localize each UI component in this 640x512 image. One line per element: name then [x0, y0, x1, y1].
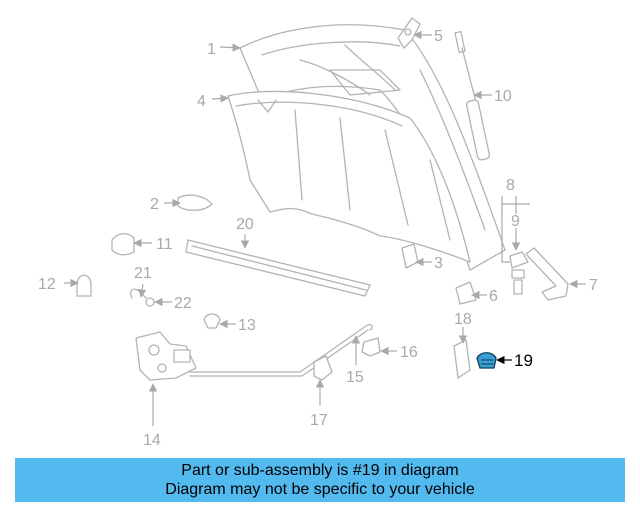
callout-labels: 1 4 5 10 2 20 11 12 21 22 13 3 6 7 8 9 1… — [38, 28, 598, 449]
info-banner: Part or sub-assembly is #19 in diagram D… — [15, 458, 625, 502]
callout-19: 19 — [514, 351, 533, 370]
callout-11: 11 — [156, 236, 173, 253]
cushion — [76, 274, 92, 297]
banner-line-2: Diagram may not be specific to your vehi… — [165, 481, 475, 498]
callout-13: 13 — [238, 317, 256, 334]
hood-inner-panel — [239, 24, 506, 271]
callout-3: 3 — [434, 255, 443, 272]
release-handle — [361, 337, 381, 357]
callout-18: 18 — [454, 311, 472, 328]
callout-16: 16 — [400, 344, 418, 361]
leader-lines — [64, 30, 586, 426]
callout-15: 15 — [346, 369, 364, 386]
grommet — [203, 313, 221, 329]
emblem — [177, 194, 213, 211]
highlighted-part-19 — [476, 352, 497, 369]
cable-clip — [313, 355, 333, 381]
callout-4: 4 — [197, 93, 206, 110]
callout-2: 2 — [150, 196, 159, 213]
callout-1: 1 — [207, 41, 216, 58]
callout-5: 5 — [434, 28, 443, 45]
callout-10: 10 — [494, 88, 512, 105]
weatherstrip — [185, 239, 371, 297]
banner-line-1: Part or sub-assembly is #19 in diagram — [181, 462, 459, 479]
hood-outer-panel — [227, 90, 471, 263]
adjuster-bolt — [509, 251, 529, 295]
callout-21: 21 — [134, 265, 152, 282]
latch-assembly — [135, 331, 197, 381]
callout-20: 20 — [236, 216, 254, 233]
bumper-stop — [111, 233, 135, 256]
callout-12: 12 — [38, 276, 56, 293]
latch-bracket — [453, 339, 471, 379]
hinge-bracket — [397, 17, 421, 49]
release-cable — [189, 324, 373, 377]
hood-strut — [454, 30, 491, 161]
callout-9: 9 — [511, 213, 520, 230]
callout-6: 6 — [489, 288, 498, 305]
callout-8: 8 — [506, 177, 515, 194]
latch-clip — [401, 243, 419, 269]
hood-hinge — [525, 247, 569, 301]
hood-latch-striker — [455, 281, 477, 305]
callout-7: 7 — [589, 277, 598, 294]
callout-22: 22 — [174, 295, 192, 312]
callout-14: 14 — [143, 432, 161, 449]
callout-17: 17 — [310, 412, 328, 429]
